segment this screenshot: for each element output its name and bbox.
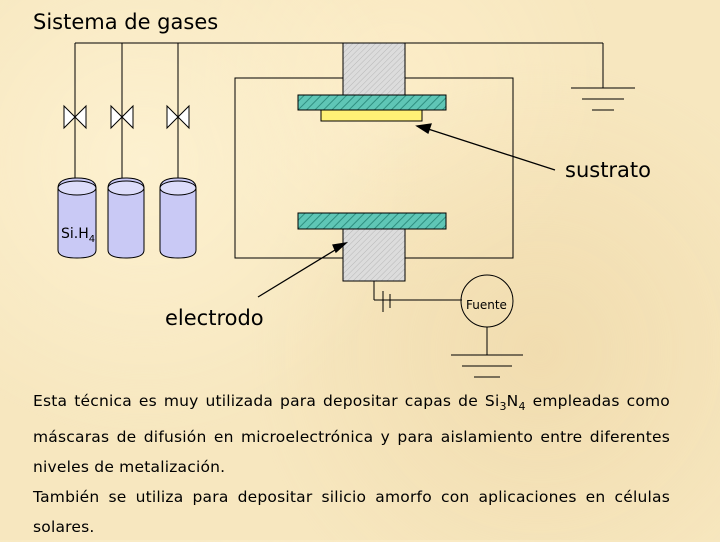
ground-icon	[405, 42, 635, 111]
valve-icon	[63, 104, 190, 130]
upper-electrode-block	[342, 42, 406, 96]
description-text: Esta técnica es muy utilizada para depos…	[33, 386, 670, 542]
gas-label: Si.H4	[61, 226, 95, 245]
page-title: Sistema de gases	[33, 10, 219, 34]
gas-lines	[74, 42, 375, 182]
lower-electrode-block	[342, 228, 406, 282]
paragraph-1-part-3: empleadas como máscaras de difusión en m…	[33, 392, 670, 477]
substrate	[320, 109, 423, 122]
sustrato-arrow	[415, 123, 556, 171]
electrode-label: electrodo	[165, 306, 264, 330]
paragraph-1: Esta técnica es muy utilizada para depos…	[33, 386, 670, 482]
gas-label-prefix: Si.H	[61, 226, 89, 242]
paragraph-2: También se utiliza para depositar silici…	[33, 488, 670, 537]
lower-electrode-plate	[297, 212, 447, 230]
electrodo-arrow	[257, 242, 349, 298]
upper-electrode-plate	[297, 94, 447, 111]
paragraph-1-part-2: N	[506, 392, 519, 410]
gas-cylinder-icon	[57, 177, 197, 259]
paragraph-1-sub-1: 3	[499, 400, 507, 414]
substrate-label: sustrato	[565, 158, 652, 182]
paragraph-1-part-1: Esta técnica es muy utilizada para depos…	[33, 392, 500, 410]
power-wiring	[373, 281, 462, 312]
paragraph-1-sub-2: 4	[518, 400, 526, 414]
power-source-label: Fuente	[466, 298, 507, 312]
ground-icon	[451, 327, 523, 378]
gas-label-subscript: 4	[88, 233, 96, 245]
